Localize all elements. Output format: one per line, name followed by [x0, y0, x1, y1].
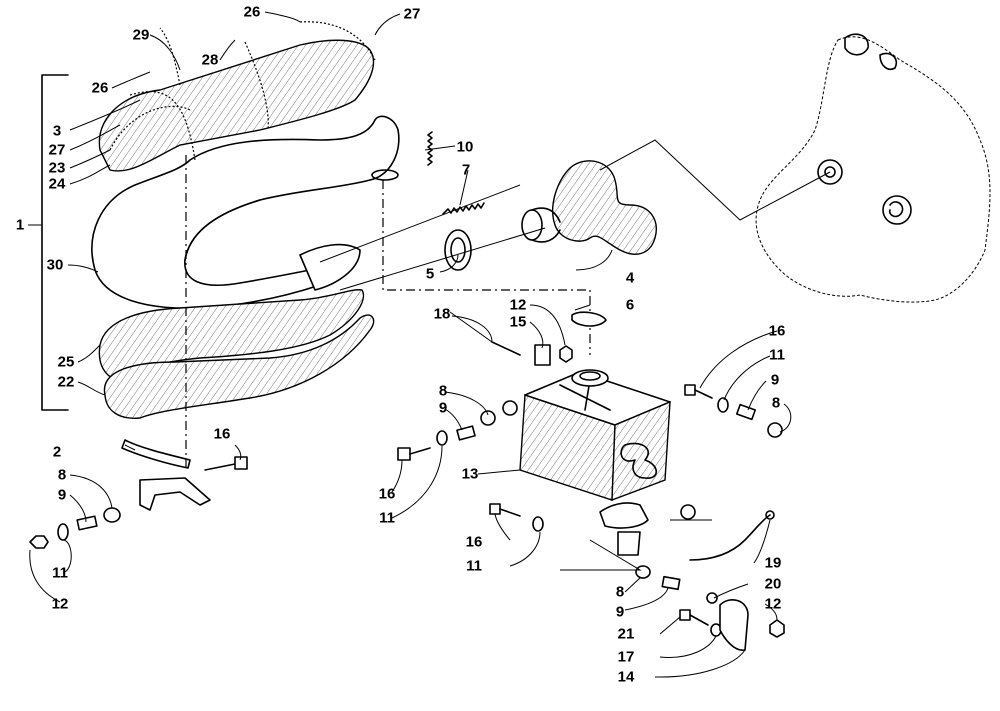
- callout-12-heat: 12: [510, 297, 527, 314]
- callout-9-lower: 9: [616, 604, 624, 621]
- callout-9-bracket: 9: [58, 487, 66, 504]
- tail-pipe: [91, 115, 400, 310]
- callout-12-bracket: 12: [52, 596, 69, 613]
- springs: [427, 131, 485, 215]
- tank-guides: [560, 519, 712, 571]
- resonator-tank: [502, 311, 696, 556]
- heat-shield-upper: [98, 39, 375, 172]
- callout-21: 21: [618, 626, 635, 643]
- callout-labels: 1 2 3 4 5 6 7 8 8 8 8 9 9 9 9 10 11 11 1…: [16, 4, 786, 686]
- callout-14: 14: [618, 669, 635, 686]
- callout-17: 17: [618, 649, 635, 666]
- callout-1: 1: [16, 217, 24, 234]
- callout-20: 20: [765, 576, 782, 593]
- callout-24: 24: [49, 176, 66, 193]
- callout-25: 25: [58, 354, 75, 371]
- pipe-bracket: [121, 439, 211, 511]
- exhaust-gasket: [444, 229, 472, 271]
- heat-shield-lower: [98, 289, 375, 419]
- callout-11-tank-right: 11: [769, 347, 785, 364]
- callout-3: 3: [53, 123, 61, 140]
- tank-fasteners: [397, 341, 785, 651]
- callout-30: 30: [47, 257, 64, 274]
- callout-10: 10: [457, 139, 474, 156]
- callout-11-lower: 11: [466, 558, 482, 575]
- callout-13: 13: [462, 466, 479, 483]
- callout-19: 19: [765, 555, 782, 572]
- callout-5: 5: [426, 266, 434, 283]
- assembly-bracket-1: [28, 74, 69, 411]
- callout-8-lower: 8: [616, 584, 624, 601]
- leader-lines: [29, 11, 792, 678]
- callout-8-tank-left: 8: [439, 383, 447, 400]
- callout-2: 2: [53, 444, 61, 461]
- callout-9-tank-left: 9: [439, 400, 447, 417]
- callout-16-tank-right: 16: [769, 323, 786, 340]
- callout-27-top: 27: [404, 6, 421, 23]
- callout-29: 29: [133, 27, 150, 44]
- callout-9-tank-right: 9: [771, 372, 779, 389]
- callout-16-tank-left: 16: [379, 486, 396, 503]
- cable-chains: [109, 21, 376, 161]
- callout-18: 18: [434, 306, 451, 323]
- callout-16-lower: 16: [466, 534, 483, 551]
- callout-8-tank-right: 8: [772, 395, 780, 412]
- callout-6: 6: [626, 297, 634, 314]
- callout-8-bracket: 8: [58, 467, 66, 484]
- callout-22: 22: [58, 374, 75, 391]
- left-fasteners: [29, 456, 248, 549]
- exhaust-manifold: [521, 160, 657, 255]
- callout-23: 23: [49, 160, 66, 177]
- callout-12-lower: 12: [765, 596, 782, 613]
- callout-28: 28: [202, 52, 219, 69]
- callout-26-left: 26: [92, 80, 109, 97]
- callout-26-top: 26: [244, 4, 261, 21]
- callout-11-tank-left: 11: [379, 510, 395, 527]
- callout-16-bracket: 16: [214, 426, 231, 443]
- callout-11-bracket: 11: [52, 565, 68, 582]
- callout-15: 15: [510, 314, 527, 331]
- callout-4: 4: [626, 270, 635, 287]
- engine-outline: [755, 33, 991, 303]
- callout-7: 7: [462, 162, 470, 179]
- callout-27-left: 27: [49, 142, 66, 159]
